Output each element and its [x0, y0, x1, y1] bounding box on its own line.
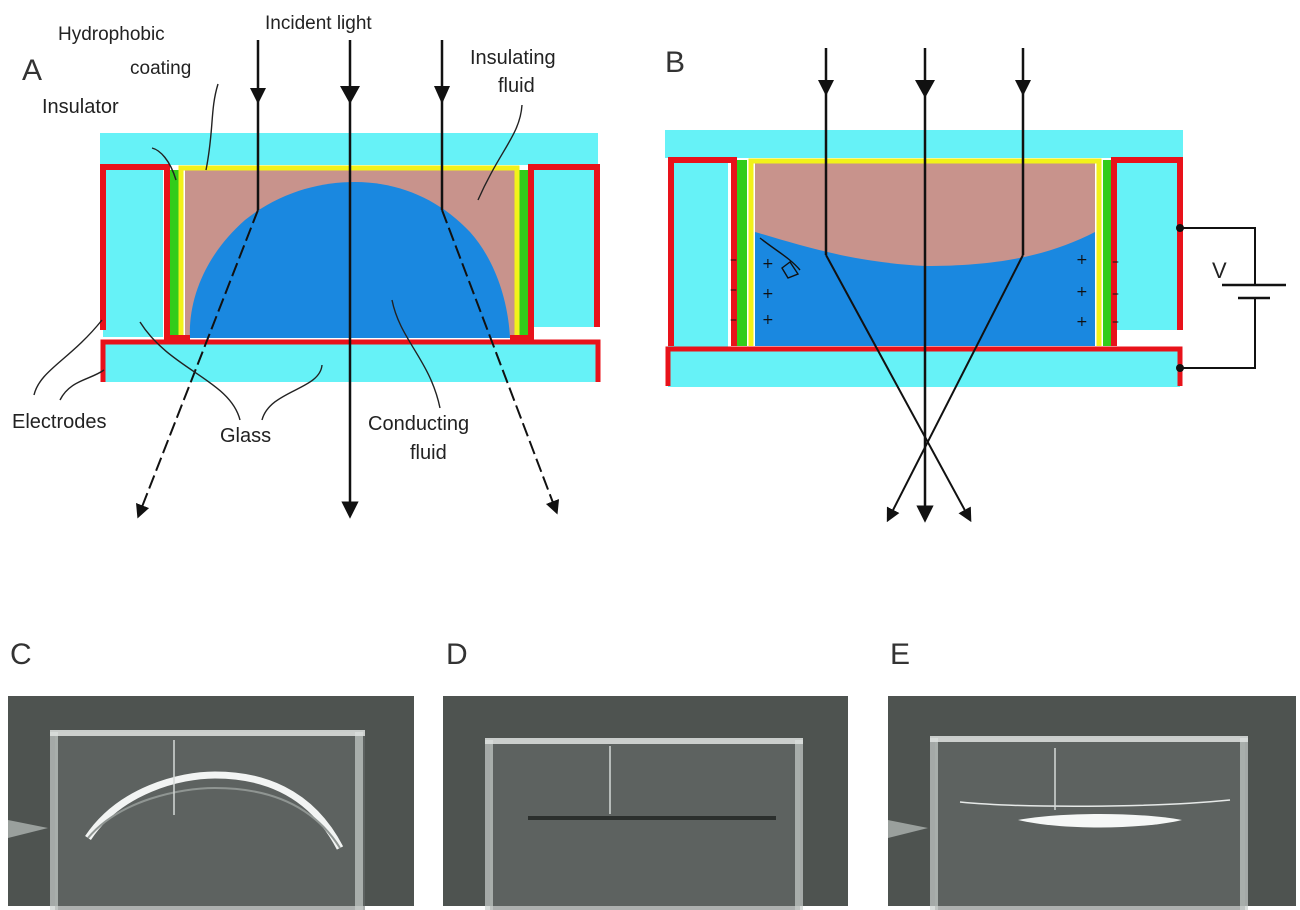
right-wall-glass-a: [532, 167, 598, 327]
svg-text:+: +: [1076, 284, 1088, 300]
left-wall-glass-b: [668, 160, 728, 347]
photo-e: [888, 696, 1296, 910]
photo-d: [443, 696, 848, 910]
leader-insulating-fluid: [477, 104, 523, 201]
ray-arrow-1-a: [250, 88, 266, 104]
electrode-left-a: [100, 164, 190, 341]
label-insulator: Insulator: [42, 96, 119, 118]
ray-right-refracted-a: [441, 209, 560, 515]
electrode-left-b: [668, 157, 737, 346]
leader-hydrophobic: [205, 83, 219, 171]
leader-glass-2: [261, 364, 323, 421]
label-insulating-line2: fluid: [498, 75, 535, 97]
terminal-top: [1176, 224, 1184, 232]
label-electrodes: Electrodes: [12, 411, 107, 433]
panel-e-label: E: [890, 638, 910, 671]
svg-text:–: –: [730, 312, 737, 328]
panel-d-label: D: [446, 638, 468, 671]
terminal-bottom: [1176, 364, 1184, 372]
panel-c-label: C: [10, 638, 32, 671]
ray-right-refracted-b: [886, 254, 1024, 523]
leader-electrodes-2: [59, 369, 105, 401]
leader-electrodes-1: [33, 319, 103, 396]
label-conducting-line1: Conducting: [368, 413, 469, 435]
insulator-left-a: [169, 170, 179, 338]
leader-insulator: [151, 147, 177, 181]
left-wall-glass-a: [103, 167, 163, 337]
svg-text:–: –: [730, 252, 737, 268]
label-conducting-line2: fluid: [410, 442, 447, 464]
svg-text:+: +: [762, 286, 774, 302]
panel-b-diagram: B – – – + + + + + + – – – V: [665, 46, 1286, 523]
charges-b: – – – + + + + + + – – –: [730, 252, 1119, 330]
svg-text:–: –: [1112, 314, 1119, 330]
photo-c: [8, 696, 414, 910]
ray-arrow-2-a: [340, 86, 360, 104]
ray-arrow-1-b: [818, 80, 834, 96]
svg-text:+: +: [1076, 252, 1088, 268]
panel-a-label: A: [22, 54, 42, 87]
label-hydrophobic-line1: Hydrophobic: [58, 24, 165, 45]
label-insulating-line1: Insulating: [470, 47, 556, 69]
electrode-right-b: [1111, 157, 1183, 346]
electrode-right-a: [510, 164, 600, 341]
contact-angle-mark-b: [759, 237, 801, 279]
label-glass: Glass: [220, 425, 271, 447]
ray-arrow-3-a: [434, 86, 450, 104]
ray-arrow-2-b: [915, 80, 935, 98]
svg-text:+: +: [762, 312, 774, 328]
svg-text:–: –: [1112, 254, 1119, 270]
right-wall-glass-b: [1115, 160, 1180, 330]
insulator-left-b: [737, 160, 747, 346]
panel-a-diagram: A: [12, 13, 601, 519]
svg-text:–: –: [730, 282, 737, 298]
label-voltage: V: [1212, 258, 1227, 283]
svg-text:+: +: [1076, 314, 1088, 330]
ray-left-refracted-a: [136, 209, 259, 519]
bottom-glass-a: [105, 340, 598, 382]
label-incident-light: Incident light: [265, 13, 372, 34]
svg-text:+: +: [762, 256, 774, 272]
leader-conducting-fluid: [391, 299, 441, 409]
circuit-wire-b: [1180, 227, 1256, 369]
ray-arrow-3-b: [1015, 80, 1031, 96]
panel-b-label: B: [665, 46, 685, 79]
insulator-right-b: [1103, 160, 1113, 346]
leader-glass-1: [139, 321, 241, 421]
ray-left-refracted-b: [825, 254, 972, 523]
label-hydrophobic-line2: coating: [130, 58, 191, 79]
insulator-right-a: [519, 170, 529, 338]
svg-text:–: –: [1112, 286, 1119, 302]
